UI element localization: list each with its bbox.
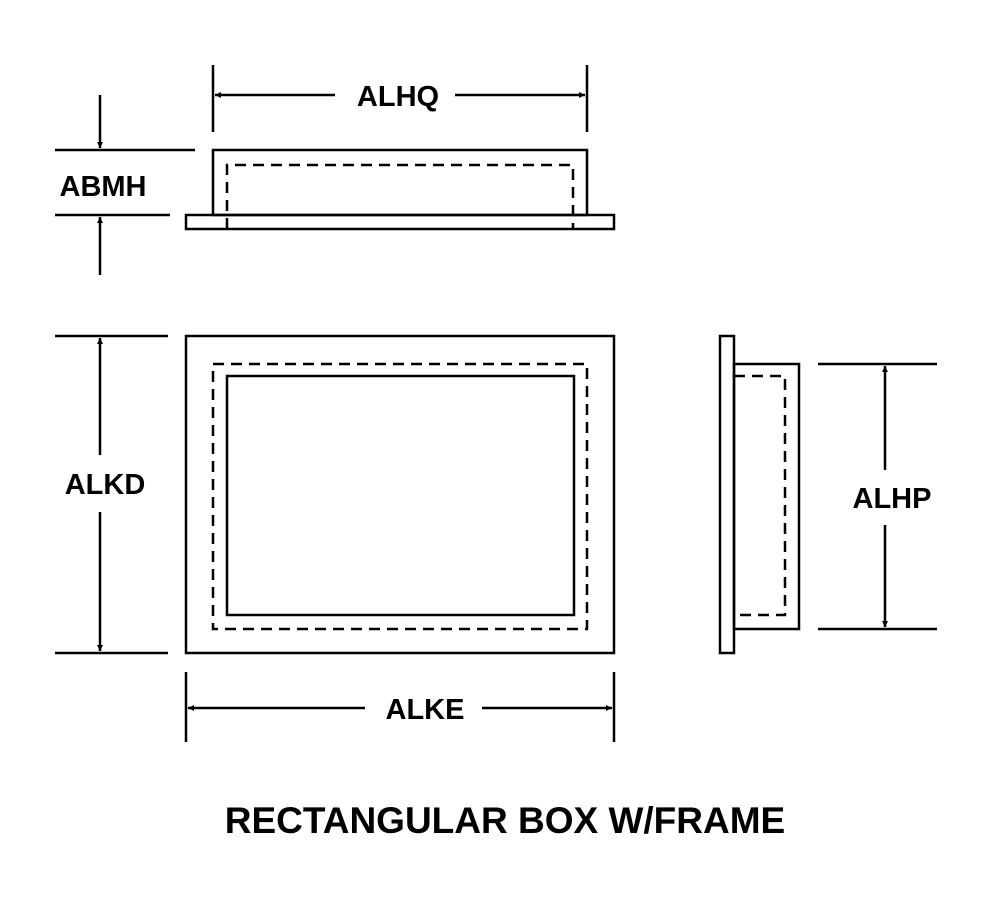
- label-abmh: ABMH: [60, 171, 147, 203]
- dimension-alhq: ALHQ: [211, 65, 589, 132]
- dimension-alhp: ALHP: [818, 362, 937, 631]
- dimension-alke: ALKE: [184, 672, 616, 742]
- label-alhq: ALHQ: [357, 81, 439, 113]
- top-view: [184, 148, 616, 231]
- side-view: [718, 334, 801, 655]
- label-alke: ALKE: [386, 694, 465, 726]
- dimension-alkd: ALKD: [55, 334, 168, 655]
- label-alhp: ALHP: [853, 483, 932, 515]
- diagram-title: RECTANGULAR BOX W/FRAME: [225, 800, 785, 841]
- front-view: [184, 334, 616, 655]
- label-alkd: ALKD: [65, 469, 146, 501]
- dimension-abmh: ABMH: [55, 95, 195, 275]
